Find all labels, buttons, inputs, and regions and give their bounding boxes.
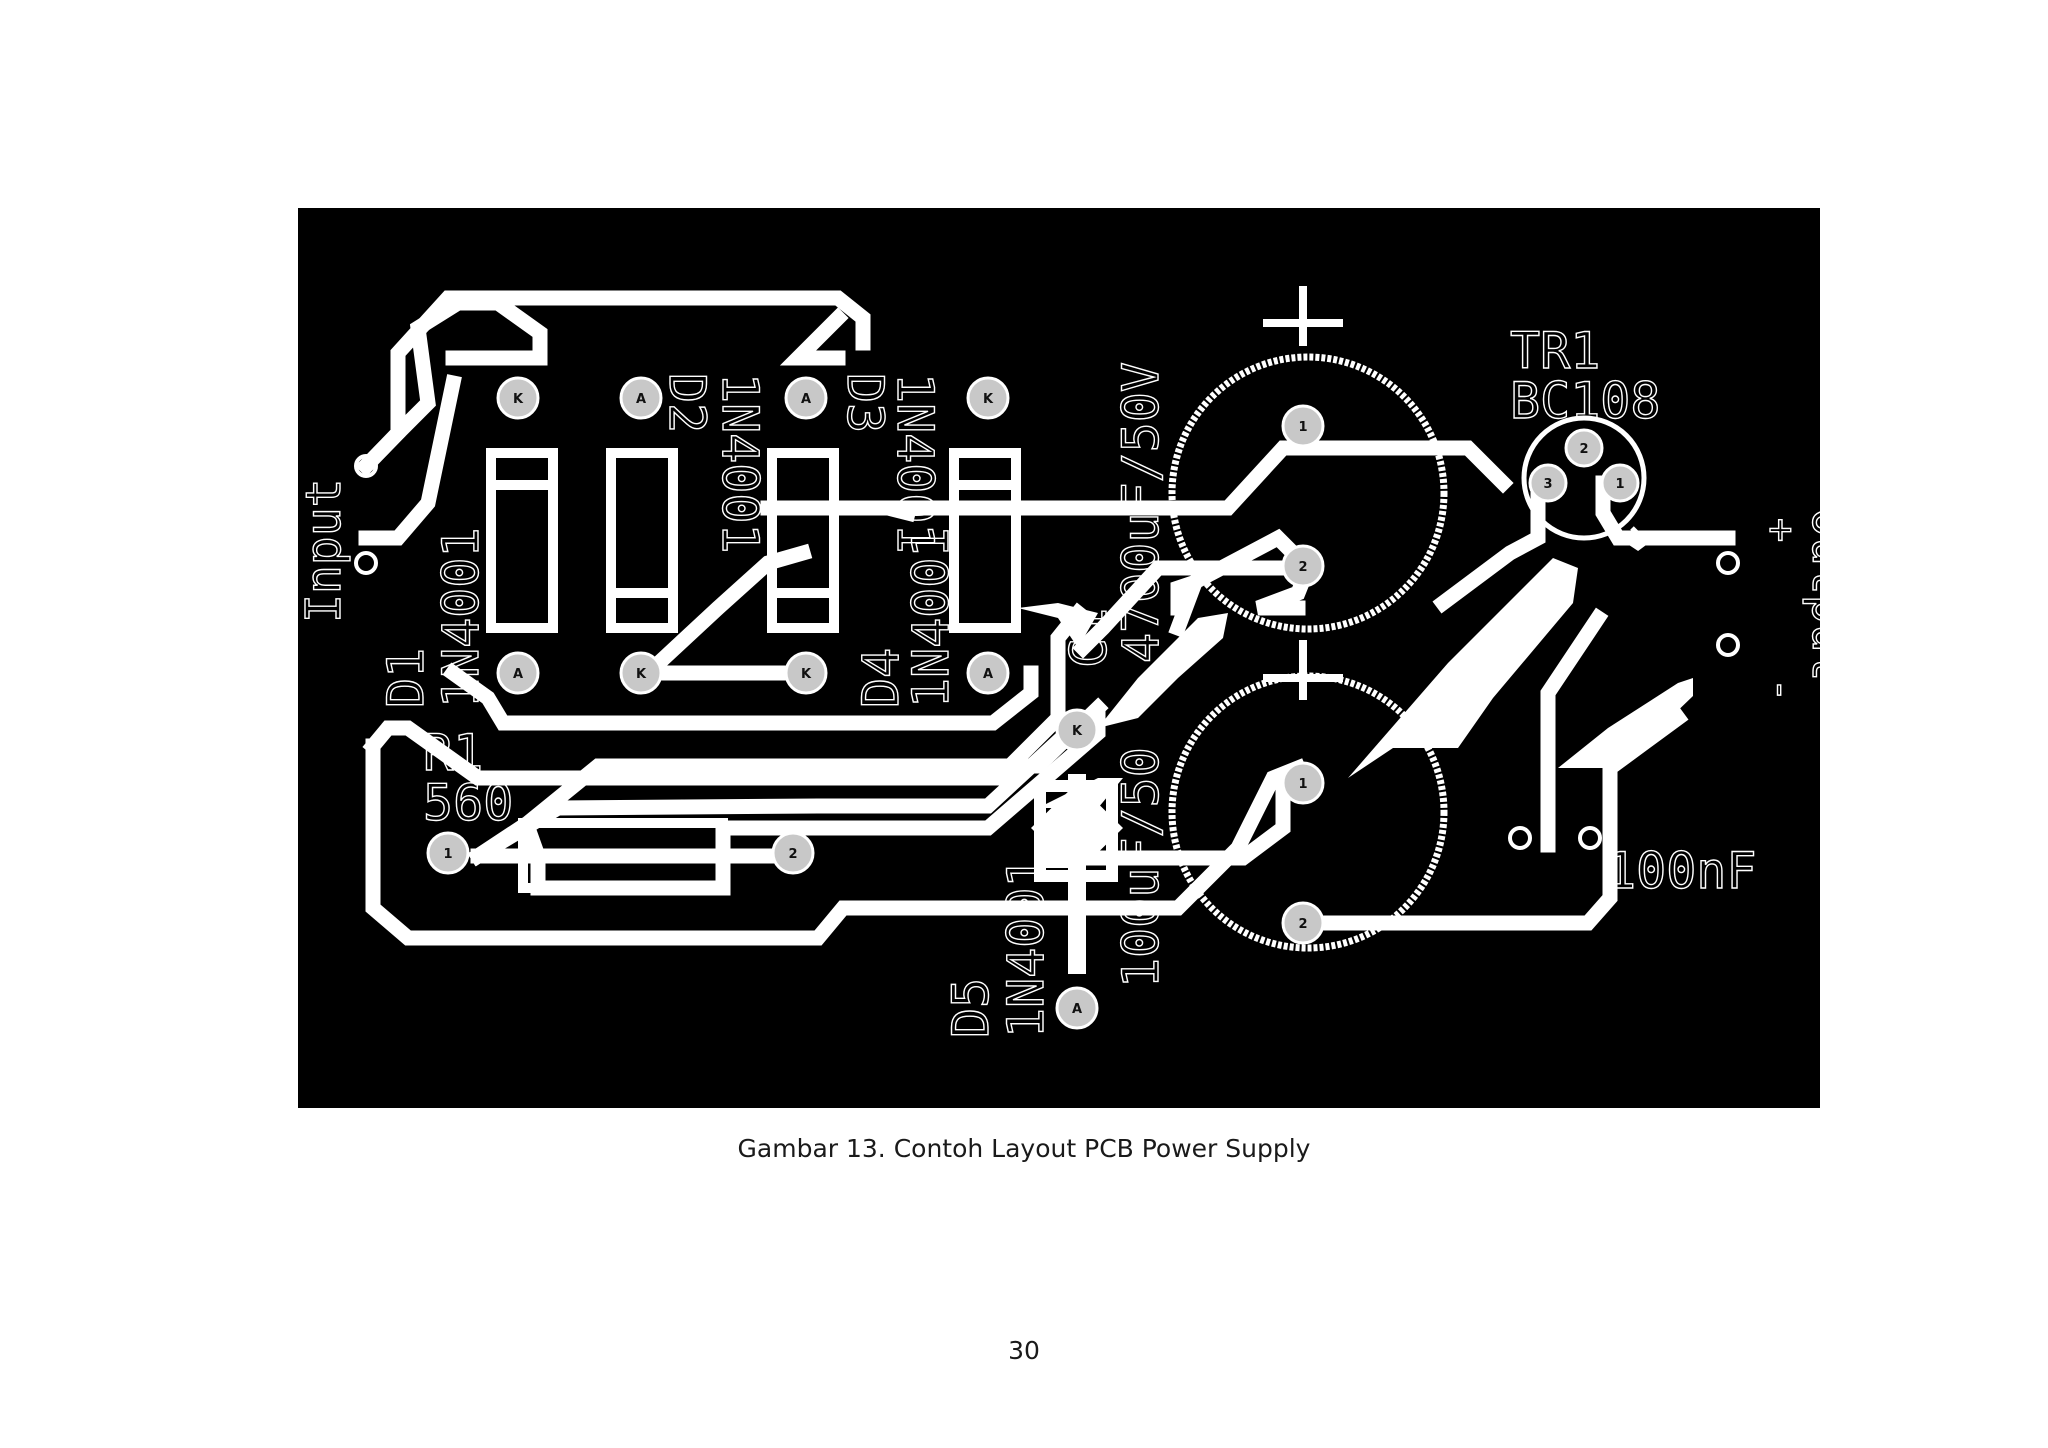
pad-d5-cathode: K [1055,708,1099,752]
d5-outline [1031,774,1123,974]
svg-text:2: 2 [1298,917,1307,932]
svg-text:1: 1 [1298,420,1307,435]
label-d1-val: 1N4001 [432,527,490,708]
pad-tr1-3: 3 [1528,463,1568,503]
pad-d1-anode: A [496,651,540,695]
pad-tr1-1: 1 [1600,463,1640,503]
svg-text:1: 1 [1615,477,1624,492]
svg-text:A: A [801,392,811,407]
label-r1-ref: R1 [423,724,483,782]
svg-text:K: K [983,392,994,407]
label-d1-ref: D1 [377,648,435,708]
label-d2-ref: D2 [658,373,716,433]
svg-text:K: K [801,667,812,682]
label-c2-val: 100uF/50 [1112,747,1170,988]
output-terminal-plus [1716,551,1740,575]
svg-text:A: A [513,667,523,682]
diode-bodies [486,448,1021,633]
svg-text:2: 2 [788,847,797,862]
label-input: Input [298,479,352,624]
label-c1-ref: C1 [1060,608,1118,668]
copper-traces [355,290,1736,946]
pad-d5-anode: A [1055,986,1099,1030]
label-capacitor-100nf: 100nF [1606,842,1757,900]
pad-d4-cathode-bottom: K [784,651,828,695]
pad-d4-anode: A [966,651,1010,695]
label-d2-val: 1N4001 [711,373,769,554]
label-r1-val: 560 [423,774,513,832]
pad-c1-2: 2 [1281,544,1325,588]
svg-text:K: K [513,392,524,407]
label-tr1-val: BC108 [1510,372,1661,430]
svg-text:1: 1 [443,847,452,862]
pad-r1-1: 1 [426,831,470,875]
label-d4-ref: D4 [852,648,910,708]
svg-text:K: K [636,667,647,682]
pad-tr1-2: 2 [1564,428,1604,468]
capacitor-100nf-pad-1 [1508,826,1532,850]
component-pads: K A A K A K K A [426,376,1640,1030]
pad-c2-1: 1 [1281,761,1325,805]
svg-text:1: 1 [1298,777,1307,792]
pad-c2-2: 2 [1281,901,1325,945]
page-number: 30 [1008,1336,1040,1365]
output-terminal-minus [1716,633,1740,657]
svg-text:A: A [983,667,993,682]
svg-text:2: 2 [1298,560,1307,575]
capacitor-plus-markers [1263,286,1343,700]
capacitor-100nf-pad-2 [1578,826,1602,850]
label-d5-val: 1N4001 [997,857,1055,1038]
label-output-minus: - [1758,678,1804,702]
resistor-body [518,818,728,893]
pad-c1-1: 1 [1281,404,1325,448]
pad-d2-cathode: K [619,651,663,695]
label-d5-ref: D5 [942,978,1000,1038]
svg-text:K: K [1072,724,1083,739]
pad-d3-anode: A [784,376,828,420]
label-d3-ref: D3 [836,373,894,433]
svg-text:A: A [636,392,646,407]
silkscreen-labels: Input D1 1N4001 D2 1N4001 D3 1N4001 D4 1… [298,321,1820,1038]
label-c1-val: 4700uF/50V [1112,362,1170,663]
label-tr1-ref: TR1 [1510,322,1600,380]
input-terminal-1 [354,454,378,478]
svg-text:3: 3 [1543,477,1552,492]
svg-text:A: A [1072,1002,1082,1017]
label-d4-val: 1N4001 [902,527,960,708]
pad-d1-cathode: K [496,376,540,420]
pad-r1-2: 2 [771,831,815,875]
label-d3-val: 1N4001 [886,373,944,554]
pad-d4-cathode: K [966,376,1010,420]
svg-text:2: 2 [1579,442,1588,457]
label-output-plus: + [1758,518,1804,542]
terminal-rings [354,454,1740,850]
input-terminal-2 [354,551,378,575]
pcb-layout-figure: K A A K A K K A [298,208,1820,1108]
figure-caption: Gambar 13. Contoh Layout PCB Power Suppl… [737,1134,1311,1163]
label-output: Output [1801,508,1820,681]
capacitor-outlines [1168,353,1650,952]
pad-d2-anode: A [619,376,663,420]
copper-pours [1018,558,1693,868]
